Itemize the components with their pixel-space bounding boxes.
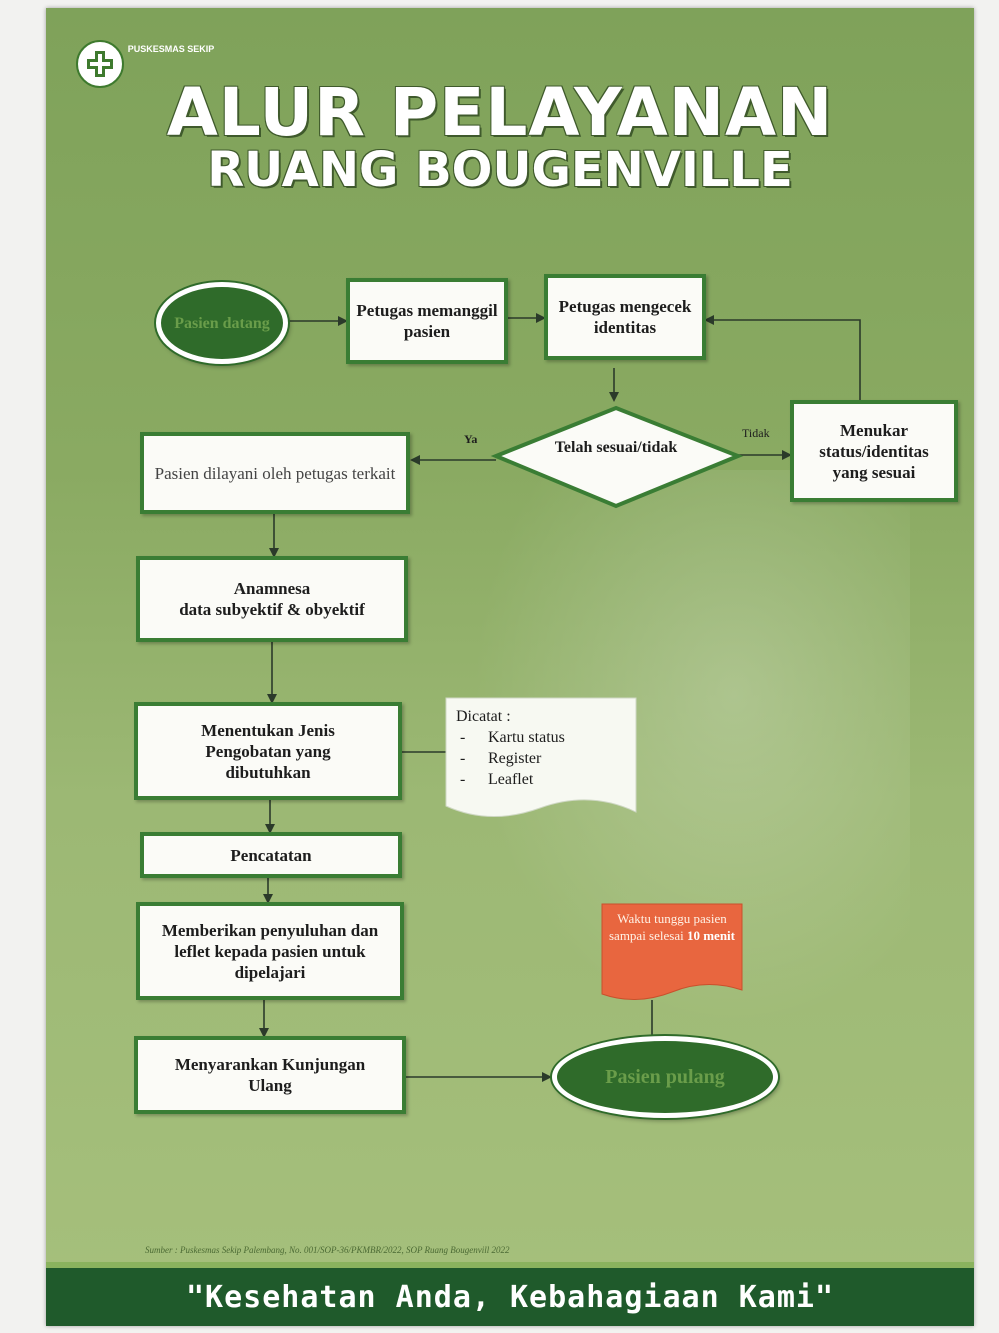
decision-text: Telah sesuai/tidak [554,439,678,456]
label-no: Tidak [742,426,770,440]
puskesmas-logo-icon [76,40,124,88]
node-education: Memberikan penyuluhan dan leflet kepada … [136,902,404,1000]
footer-motto: "Kesehatan Anda, Kebahagiaan Kami" [46,1262,974,1326]
node-start: Pasien datang [156,282,288,364]
node-swap-status: Menukar status/identitas yang sesuai [790,400,958,502]
note-item: -Register [460,750,542,767]
page-subtitle: RUANG BOUGENVILLE [207,142,793,198]
node-determine-treatment: Menentukan Jenis Pengobatan yang dibutuh… [134,702,402,800]
decision-diamond [490,405,744,509]
arrow-swap-to-check [704,315,861,402]
node-call-patient: Petugas memanggil pasien [346,278,508,364]
wait-time-prefix: Waktu tunggu pasien sampai selesai [608,911,727,943]
node-revisit: Menyarankan Kunjungan Ulang [134,1036,406,1114]
wait-note-shape [601,903,743,1001]
node-patient-served: Pasien dilayani oleh petugas terkait [140,432,410,514]
wait-time-value: 10 menit [686,928,735,943]
node-anamnesis: Anamnesa data subyektif & obyektif [136,556,408,642]
wait-time-note: Waktu tunggu pasien sampai selesai 10 me… [604,910,740,944]
note-title: Dicatat : [456,708,511,725]
anamnesis-title: Anamnesa [233,579,311,598]
note-item: -Leaflet [460,771,534,788]
node-check-identity: Petugas mengecek identitas [544,274,706,360]
source-citation: Sumber : Puskesmas Sekip Palembang, No. … [145,1245,510,1255]
note-document-shape [445,697,637,817]
node-recording: Pencatatan [140,832,402,878]
anamnesis-detail: data subyektif & obyektif [179,600,365,619]
node-end: Pasien pulang [552,1036,778,1118]
note-recorded: Dicatat : -Kartu status -Register -Leafl… [456,706,632,790]
note-item: -Kartu status [460,729,565,746]
label-yes: Ya [464,432,478,446]
logo-text: PUSKESMAS SEKIP [127,44,215,54]
page-title: ALUR PELAYANAN [166,74,834,151]
